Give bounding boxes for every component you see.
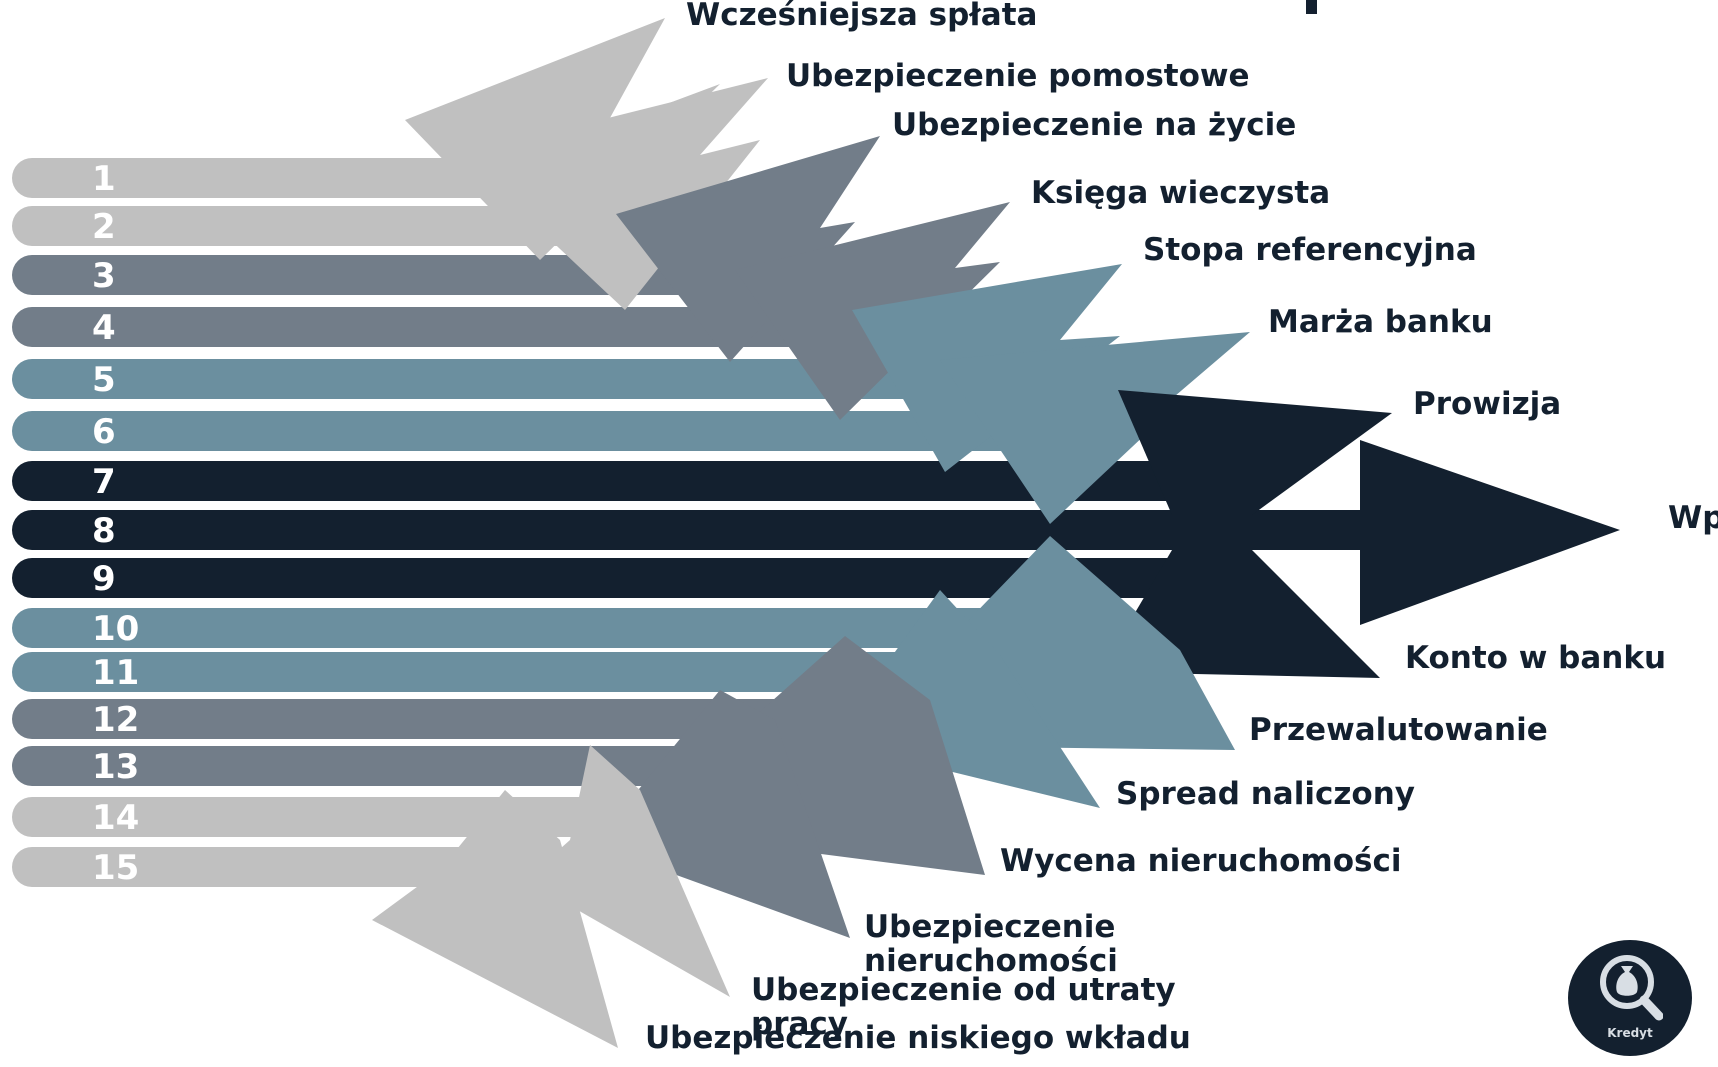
arrow-label-5: Stopa referencyjna — [1143, 232, 1477, 268]
arrow-label-1: Wcześniejsza spłata — [686, 0, 1037, 33]
arrow-label-15: Ubezpieczenie niskiego wkładu — [645, 1020, 1191, 1056]
arrow-label-6: Marża banku — [1268, 304, 1493, 340]
bar-number: 14 — [92, 798, 139, 838]
arrow-label-12: Wycena nieruchomości — [1000, 843, 1401, 879]
arrow-label-line: nieruchomości — [864, 943, 1118, 979]
arrowhead-2 — [460, 78, 768, 310]
bar-number: 3 — [92, 256, 116, 296]
arrow-label-9: Konto w banku — [1405, 640, 1666, 676]
arrowheads-layer — [372, 18, 1620, 1048]
bar-7 — [12, 461, 1200, 501]
bar-number: 8 — [92, 511, 116, 551]
bar-13 — [12, 746, 740, 786]
bar-15 — [12, 847, 560, 887]
bar-number: 6 — [92, 412, 116, 452]
bar-number: 5 — [92, 360, 116, 400]
bar-number: 9 — [92, 559, 116, 599]
arrow-label-line: Wcześniejsza spłata — [686, 0, 1037, 33]
arrow-label-line: Księga wieczysta — [1031, 175, 1330, 211]
arrow-label-line: Wycena nieruchomości — [1000, 843, 1401, 879]
bar-5 — [12, 359, 1000, 399]
arrow-label-11: Spread naliczony — [1116, 776, 1415, 812]
bar-12 — [12, 699, 880, 739]
bar-number: 12 — [92, 700, 139, 740]
bar-1 — [12, 158, 560, 198]
bar-number: 15 — [92, 848, 139, 888]
arrow-label-line: Marża banku — [1268, 304, 1493, 340]
arrowhead-8 — [1360, 440, 1620, 625]
bar-number: 11 — [92, 653, 139, 693]
bar-3 — [12, 255, 740, 295]
arrow-label-line: Ubezpieczenie niskiego wkładu — [645, 1020, 1191, 1056]
bar-6 — [12, 411, 1110, 451]
arrow-label-line: Ubezpieczenie od utraty — [751, 972, 1176, 1008]
arrow-label-line: Spread naliczony — [1116, 776, 1415, 812]
arrow-label-8: Wpis — [1668, 500, 1718, 536]
bar-number: 10 — [92, 609, 139, 649]
arrow-label-3: Ubezpieczenie na życie — [892, 107, 1296, 143]
arrow-label-line: Prowizja — [1413, 386, 1561, 422]
arrow-label-line: Konto w banku — [1405, 640, 1666, 676]
bar-4 — [12, 307, 880, 347]
arrowhead-3 — [616, 136, 880, 362]
bar-number: 7 — [92, 462, 116, 502]
arrowhead-7 — [1118, 390, 1392, 515]
arrow-label-line: Przewalutowanie — [1249, 712, 1548, 748]
bar-2 — [12, 206, 640, 246]
arrow-label-line: Wpis — [1668, 500, 1718, 536]
bar-8 — [12, 510, 1400, 550]
arrow-label-4: Księga wieczysta — [1031, 175, 1330, 211]
bar-number: 1 — [92, 159, 116, 199]
arrowhead-15 — [372, 790, 618, 1048]
kredyt-logo[interactable]: Kredyt — [1568, 940, 1692, 1056]
bar-10 — [12, 608, 1110, 648]
bar-number: 4 — [92, 308, 116, 348]
arrow-label-2: Ubezpieczenie pomostowe — [786, 58, 1250, 94]
arrow-label-line: Stopa referencyjna — [1143, 232, 1477, 268]
arrow-label-7: Prowizja — [1413, 386, 1561, 422]
bar-11 — [12, 652, 1000, 692]
arrow-label-10: Przewalutowanie — [1249, 712, 1548, 748]
arrowhead-14 — [525, 745, 730, 997]
arrowhead-6 — [940, 332, 1250, 524]
arrow-label-line: Ubezpieczenie — [864, 909, 1115, 945]
arrow-label-line: Ubezpieczenie pomostowe — [786, 58, 1250, 94]
bar-number: 13 — [92, 747, 139, 787]
title-fragment — [1306, 0, 1317, 14]
arrow-label-line: Ubezpieczenie na życie — [892, 107, 1296, 143]
bar-number: 2 — [92, 207, 116, 247]
magnifier-money-bag-icon — [1600, 955, 1663, 1021]
bar-9 — [12, 558, 1200, 598]
arrowhead-13 — [580, 690, 850, 938]
logo-text: Kredyt — [1607, 1026, 1653, 1040]
arrow-label-line: pracy — [751, 1006, 848, 1042]
